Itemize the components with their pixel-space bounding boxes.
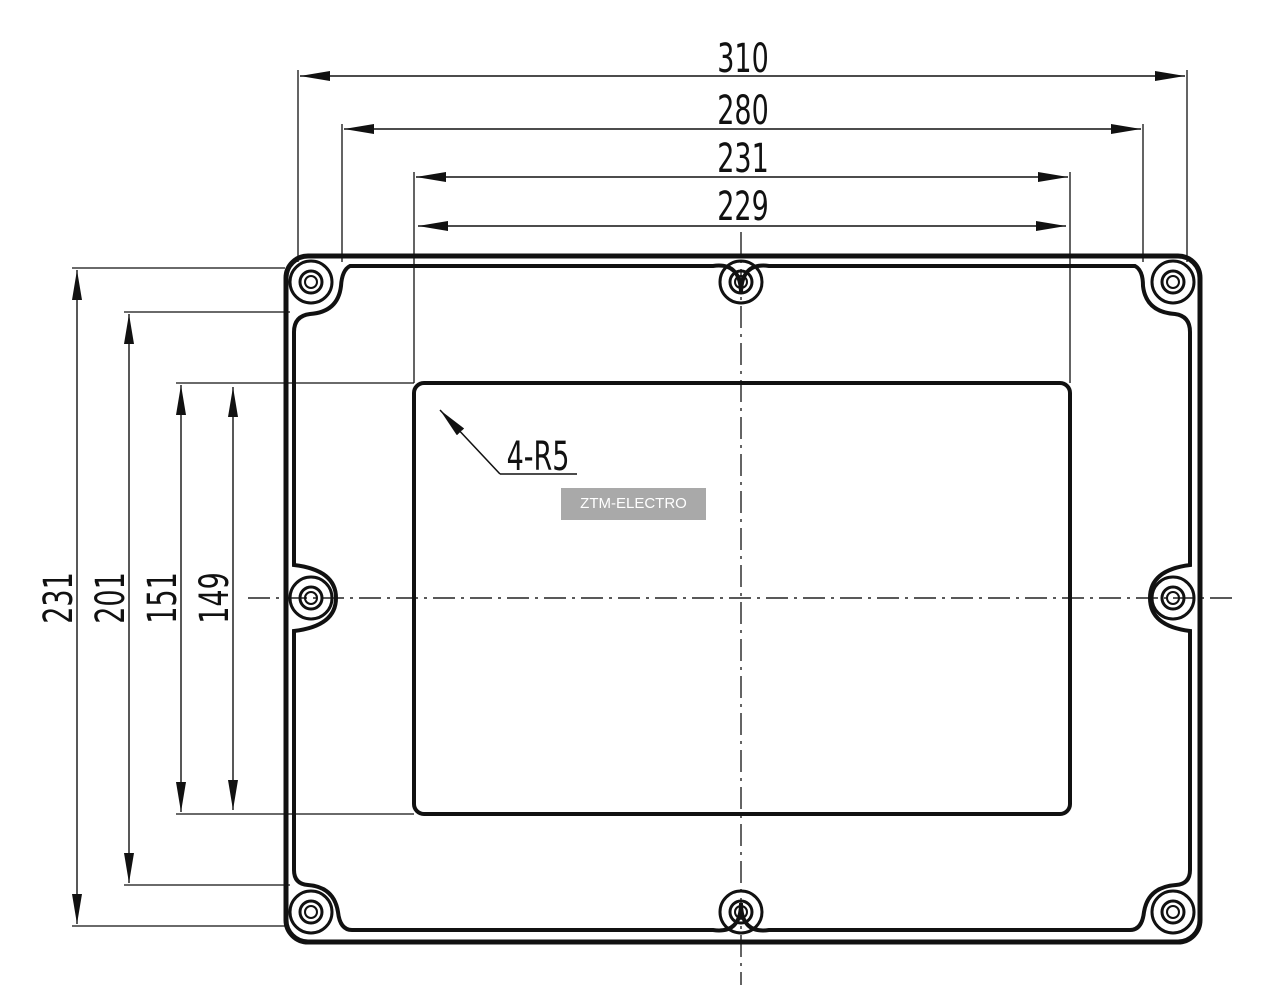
dim-label-231-height: 231: [36, 572, 82, 623]
hole-top-right: [1150, 259, 1196, 305]
hole-bottom-right: [1150, 889, 1196, 935]
center-lines: [248, 232, 1238, 985]
watermark-badge: ZTM-ELECTRO: [561, 488, 706, 520]
hole-top-left: [288, 259, 334, 305]
radius-callout-label: 4-R5: [507, 434, 570, 480]
dim-label-201: 201: [88, 572, 134, 623]
mounting-holes: [288, 259, 1196, 935]
hole-bottom-mid: [718, 889, 764, 935]
dim-label-151: 151: [140, 572, 186, 623]
radius-leader: [439, 409, 577, 475]
dimension-lines: [72, 71, 1185, 924]
enclosure-inner-contour: [292, 263, 1192, 933]
extension-lines: [72, 70, 1188, 927]
dim-label-310: 310: [717, 36, 768, 82]
hole-bottom-left: [288, 889, 334, 935]
hole-top-mid: [718, 259, 764, 305]
dim-label-280: 280: [717, 88, 768, 134]
enclosure-outer-frame: [283, 253, 1203, 945]
hole-mid-right: [1150, 575, 1196, 621]
dim-label-231-width: 231: [717, 136, 768, 182]
dim-label-229: 229: [717, 184, 768, 230]
hole-mid-left: [288, 575, 334, 621]
lid-window: [412, 381, 1072, 816]
dim-label-149: 149: [192, 572, 238, 623]
